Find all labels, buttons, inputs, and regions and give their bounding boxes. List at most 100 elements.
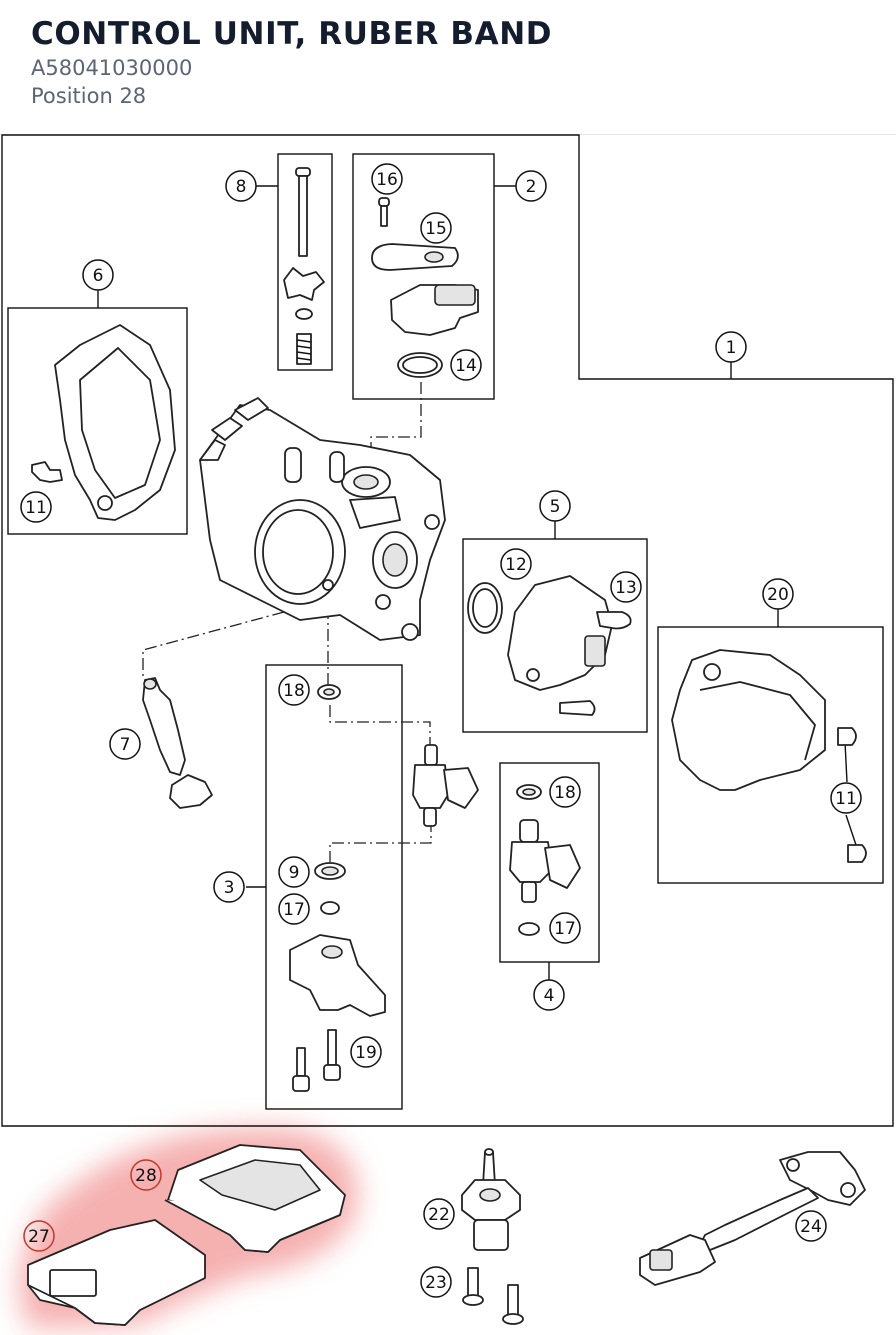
callout-c9: 9 [278,856,310,888]
callout-c19: 19 [350,1036,382,1068]
callout-circle [350,1036,382,1068]
box-8 [277,153,333,371]
callout-c14: 14 [450,349,482,381]
callout-number: 3 [224,878,235,898]
callout-c8: 8 [225,170,257,202]
callout-c2: 2 [515,170,547,202]
callout-number: 4 [544,986,555,1006]
part-5-group [467,575,632,716]
callout-number: 9 [289,863,300,883]
callout-c17b: 17 [549,912,581,944]
callout-c4: 4 [533,979,565,1011]
callout-number: 7 [120,735,131,755]
callout-number: 23 [425,1273,447,1293]
part-4-group [509,784,581,936]
callout-circle [278,674,310,706]
part-8-group [283,167,325,365]
box-2 [352,153,495,400]
callout-circle [225,170,257,202]
callout-number: 1 [726,338,737,358]
callout-number: 24 [800,1217,822,1237]
callout-circle [23,1220,55,1252]
callout-number: 14 [455,356,477,376]
callout-circle [420,212,452,244]
callout-c16: 16 [371,163,403,195]
callout-c24: 24 [795,1210,827,1242]
callout-circle [610,571,642,603]
callout-circle [450,349,482,381]
callout-c3: 3 [213,871,245,903]
callout-c18b: 18 [549,776,581,808]
callout-circle [795,1210,827,1242]
callout-number: 2 [526,177,537,197]
callout-number: 20 [767,585,789,605]
callout-c27: 27 [23,1220,55,1252]
position-label: Position 28 [31,84,147,108]
callout-number: 27 [28,1227,50,1247]
callout-labels: 1234567891111121314151617171818192022232… [20,163,862,1298]
callout-number: 15 [425,219,447,239]
callout-number: 8 [236,177,247,197]
callout-circle [539,490,571,522]
callout-circle [549,776,581,808]
callout-circle [715,331,747,363]
callout-number: 11 [835,789,857,809]
callout-circle [423,1198,455,1230]
callout-c20: 20 [762,578,794,610]
page-header: CONTROL UNIT, RUBER BAND A58041030000 Po… [0,0,896,135]
part-20-unit [671,649,867,863]
callout-circle [500,548,532,580]
callout-circle [830,782,862,814]
part-2-group [371,197,479,378]
callout-number: 19 [355,1043,377,1063]
callout-circle [278,856,310,888]
callout-number: 18 [283,681,305,701]
callout-number: 17 [283,900,305,920]
part-3-group [289,684,479,1092]
callout-number: 22 [428,1205,450,1225]
callout-circle [420,1266,452,1298]
part-22-23 [461,1148,524,1325]
callout-circle [109,728,141,760]
page-title: CONTROL UNIT, RUBER BAND [31,16,553,52]
part-number: A58041030000 [31,56,193,80]
callout-number: 12 [505,555,527,575]
callout-c11a: 11 [20,491,52,523]
callout-number: 16 [376,170,398,190]
callout-number: 28 [135,1166,157,1186]
callout-circle [533,979,565,1011]
callout-circle [213,871,245,903]
callout-circle [762,578,794,610]
callout-circle [130,1159,162,1191]
callout-number: 6 [93,266,104,286]
callout-c12: 12 [500,548,532,580]
throttle-body [199,397,446,641]
callout-c28: 28 [130,1159,162,1191]
part-27-28-units [27,1144,346,1326]
callout-c7: 7 [109,728,141,760]
box-20 [657,626,884,884]
callout-c11b: 11 [830,782,862,814]
callout-c18a: 18 [278,674,310,706]
callout-number: 17 [554,919,576,939]
callout-c1: 1 [715,331,747,363]
callout-number: 18 [554,783,576,803]
callout-circle [515,170,547,202]
callout-number: 13 [615,578,637,598]
part-7-sensor [142,677,213,809]
callout-circle [20,491,52,523]
callout-circle [278,893,310,925]
callout-c5: 5 [539,490,571,522]
callout-c13: 13 [610,571,642,603]
callout-c23: 23 [420,1266,452,1298]
assembly-outline-1 [1,134,894,1127]
part-24-cable-sensor [639,1151,866,1286]
callout-c6: 6 [82,259,114,291]
callout-c17a: 17 [278,893,310,925]
callout-circle [371,163,403,195]
callout-c22: 22 [423,1198,455,1230]
callout-circle [82,259,114,291]
callout-circle [549,912,581,944]
part-6-cover [31,324,176,521]
